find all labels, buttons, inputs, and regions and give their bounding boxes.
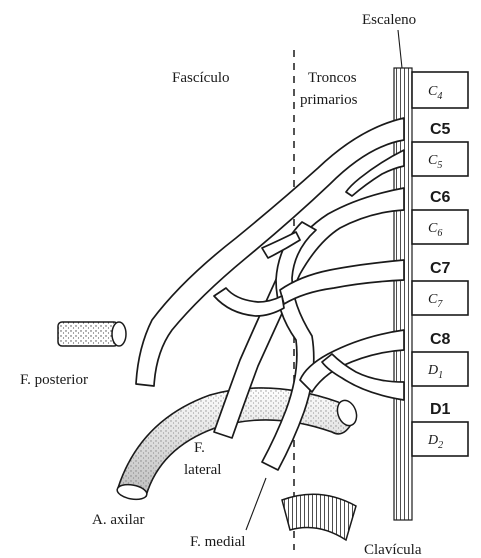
root-d1-main: D bbox=[427, 363, 438, 378]
label-fasciculo: Fascículo bbox=[172, 70, 230, 86]
root-d2-main: D bbox=[427, 433, 438, 448]
d1-root-nerve bbox=[322, 354, 404, 400]
diagram-labels: Escaleno Fascículo Troncos primarios F. … bbox=[20, 12, 422, 558]
nerve-label-c6: C6 bbox=[430, 189, 451, 206]
clavicle bbox=[282, 494, 356, 540]
label-clavicula: Clavícula bbox=[364, 542, 422, 558]
label-escaleno: Escaleno bbox=[362, 12, 416, 28]
label-f-posterior: F. posterior bbox=[20, 372, 88, 388]
label-a-axilar: A. axilar bbox=[92, 512, 144, 528]
label-f-lateral-2: lateral bbox=[184, 462, 221, 478]
root-c4-sub: 4 bbox=[437, 91, 442, 102]
root-c5-sub: 5 bbox=[437, 160, 442, 171]
label-f-lateral-1: F. bbox=[194, 440, 205, 456]
root-d2-sub: 2 bbox=[438, 440, 443, 451]
label-f-medial: F. medial bbox=[190, 534, 245, 550]
root-d1-sub: 1 bbox=[438, 370, 443, 381]
root-c6-sub: 6 bbox=[437, 228, 442, 239]
cut-vessel bbox=[58, 322, 126, 346]
nerve-label-c7: C7 bbox=[430, 260, 451, 277]
label-primarios: primarios bbox=[300, 92, 358, 108]
root-box-c4 bbox=[412, 72, 468, 108]
label-troncos: Troncos bbox=[308, 70, 357, 86]
nerve-label-c8: C8 bbox=[430, 331, 451, 348]
nerve-label-c5: C5 bbox=[430, 121, 451, 138]
nerve-label-d1: D1 bbox=[430, 401, 451, 418]
